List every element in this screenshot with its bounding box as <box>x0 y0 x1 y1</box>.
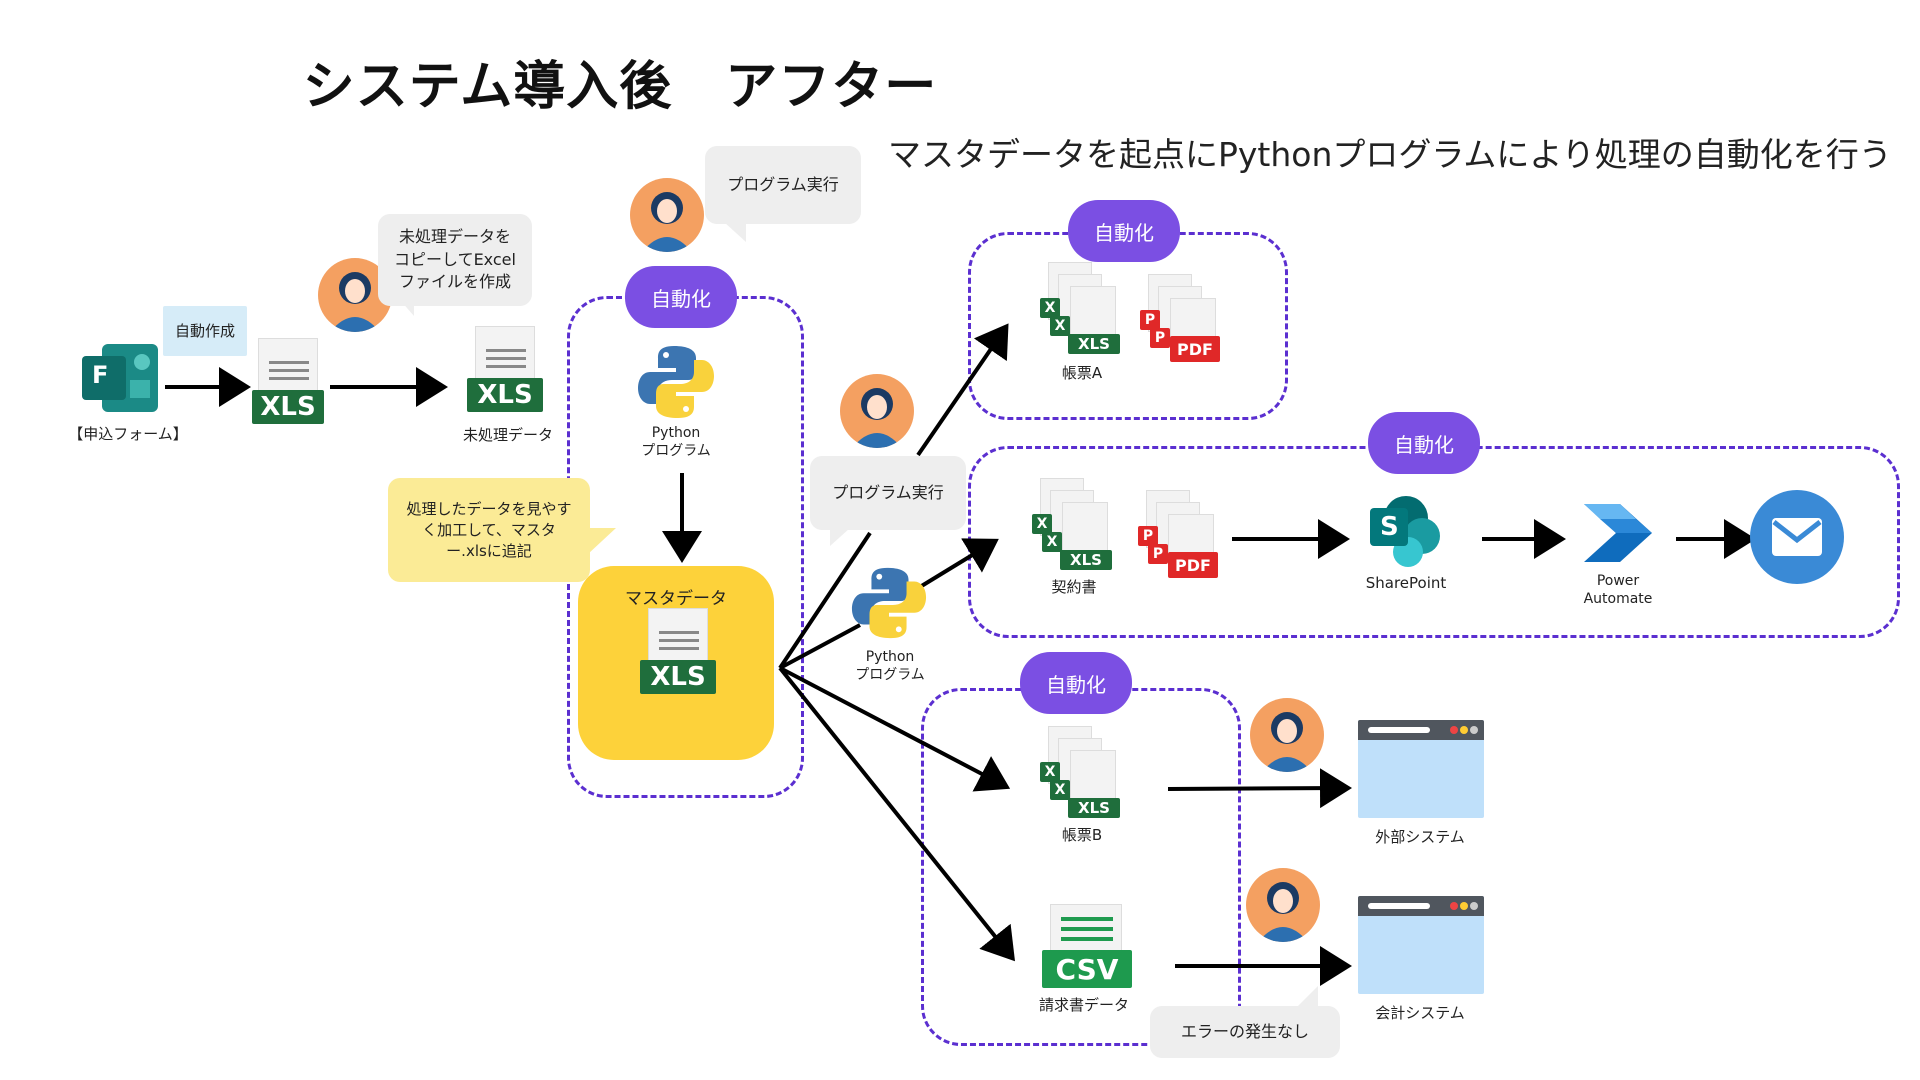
user-avatar-5 <box>1246 868 1320 942</box>
page-subtitle: マスタデータを起点にPythonプログラムにより処理の自動化を行う <box>888 135 1892 174</box>
no-error-bubble: エラーの発生なし <box>1150 1006 1340 1058</box>
ledger-a-xls-stack-icon: X X XLS <box>1040 262 1124 358</box>
power-automate-icon <box>1580 502 1656 564</box>
accounting-system-label: 会計システム <box>1375 1004 1465 1022</box>
python-icon-1 <box>636 342 716 422</box>
arrow-to-contract <box>913 538 999 592</box>
automation-tag-1: 自動化 <box>625 266 737 328</box>
sharepoint-icon: S <box>1368 494 1444 570</box>
invoice-label: 請求書データ <box>1038 996 1129 1014</box>
unprocessed-xls-icon: XLS <box>467 326 543 422</box>
user-avatar-3 <box>840 374 914 448</box>
process-note-bubble: 処理したデータを見やす く加工して、マスタ ー.xlsに追記 <box>388 478 590 582</box>
mail-icon <box>1748 488 1846 586</box>
contract-xls-stack-icon: X X XLS <box>1032 478 1116 574</box>
python-icon-2 <box>850 564 928 642</box>
user-avatar-2 <box>630 178 704 252</box>
user-avatar-1 <box>318 258 392 332</box>
ledger-a-pdf-stack-icon: P P PDF <box>1140 274 1226 370</box>
unprocessed-label: 未処理データ <box>462 426 553 444</box>
ledger-b-label: 帳票B <box>1061 826 1103 844</box>
run-program-bubble-top: プログラム実行 <box>705 146 861 224</box>
form-label: 【申込フォーム】 <box>68 425 188 443</box>
ledger-b-xls-stack-icon: X X XLS <box>1040 726 1124 822</box>
accounting-system-window <box>1358 896 1484 994</box>
sharepoint-label: SharePoint <box>1365 574 1447 592</box>
sharepoint-letter: S <box>1380 512 1399 542</box>
xls-file-icon-1: XLS <box>252 338 324 430</box>
master-data-label: マスタデータ <box>625 589 727 609</box>
invoice-csv-icon: CSV <box>1042 904 1132 990</box>
copy-excel-bubble: 未処理データを コピーしてExcel ファイルを作成 <box>378 214 532 306</box>
automation-tag-2: 自動化 <box>1068 200 1180 262</box>
external-system-window <box>1358 720 1484 818</box>
ledger-a-label: 帳票A <box>1061 364 1103 382</box>
forms-letter: F <box>92 361 109 389</box>
arrow-ledger-b-to-external <box>1167 768 1352 809</box>
arrow-to-invoice <box>778 666 1016 962</box>
external-system-label: 外部システム <box>1375 828 1465 846</box>
user-avatar-4 <box>1250 698 1324 772</box>
forms-icon: F <box>82 342 160 414</box>
master-xls-icon: XLS <box>640 608 716 704</box>
automation-tag-3: 自動化 <box>1368 412 1480 474</box>
contract-label: 契約書 <box>1051 578 1097 596</box>
automation-tag-4: 自動化 <box>1020 652 1132 714</box>
arrow-to-ledger-b <box>779 666 1011 792</box>
run-program-bubble-mid: プログラム実行 <box>810 456 966 530</box>
connector-master-hub-b <box>779 623 861 670</box>
auto-create-label: 自動作成 <box>163 306 247 356</box>
arrow-to-ledger-a <box>916 323 1009 457</box>
connector-master-hub-a <box>778 531 872 670</box>
page-title: システム導入後 アフター <box>302 57 938 117</box>
contract-pdf-stack-icon: P P PDF <box>1138 490 1224 586</box>
